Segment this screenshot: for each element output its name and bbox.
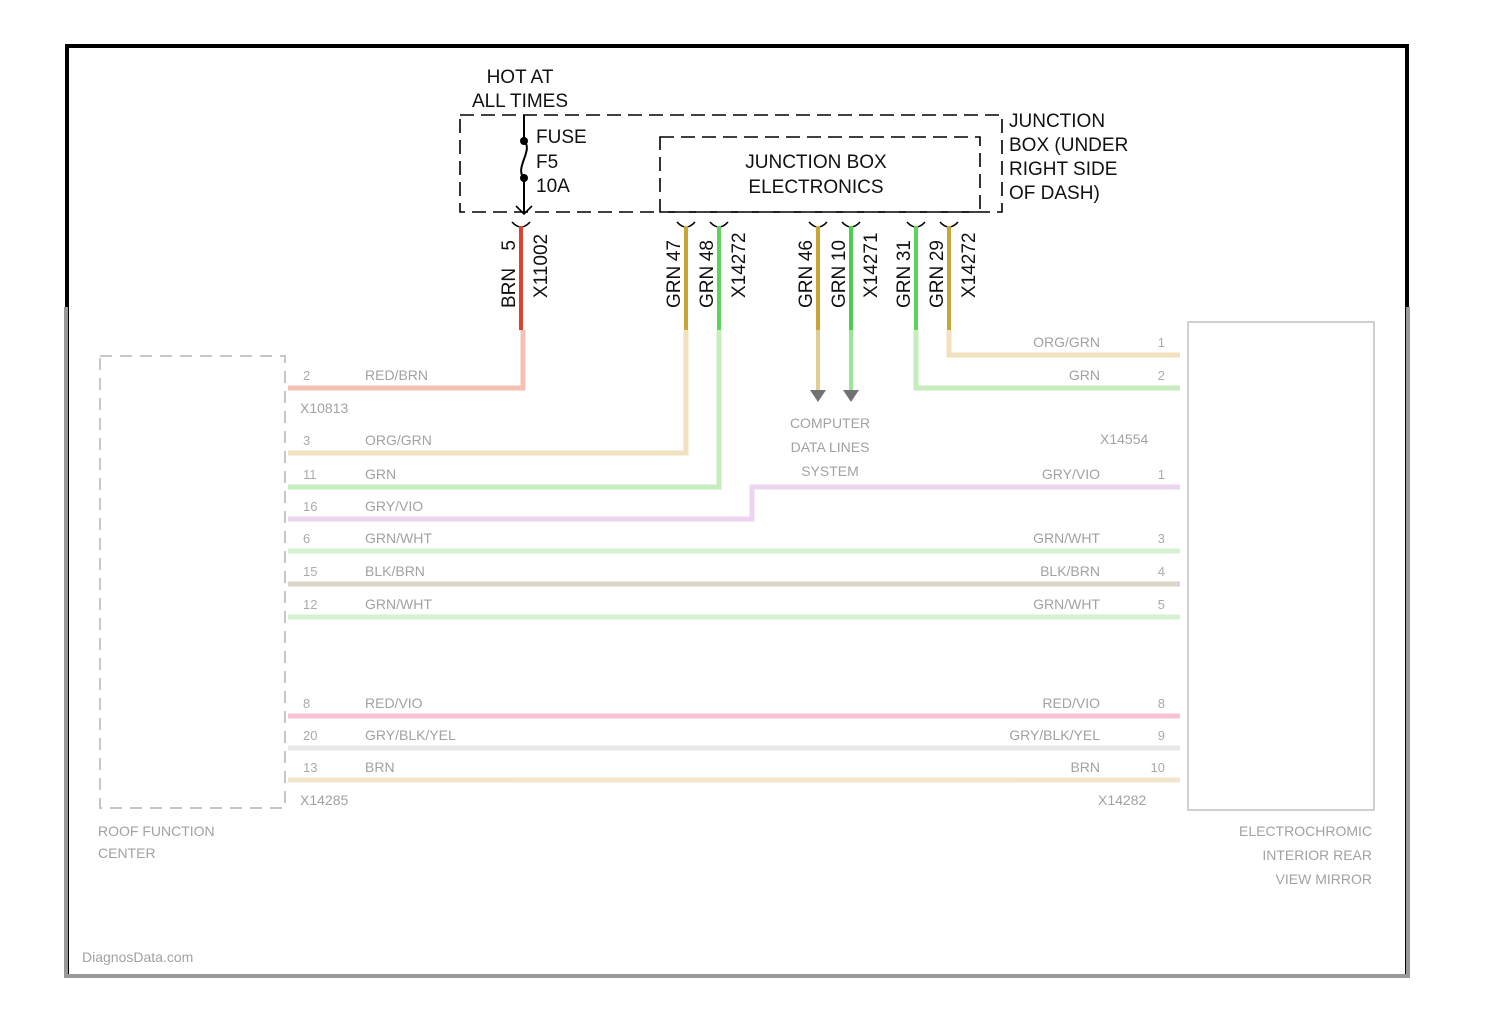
top-color-label-5: BRN	[499, 268, 520, 308]
left-wire-label: GRN	[365, 466, 396, 482]
rear-view-mirror-box	[1188, 322, 1374, 810]
right-wire-label: GRY/VIO	[1042, 466, 1100, 482]
top-pin-31: 31	[894, 240, 915, 261]
left-pin: 8	[303, 696, 310, 711]
left-pin: 16	[303, 499, 317, 514]
left-pin: 2	[303, 368, 310, 383]
fuse-label-1: FUSE	[536, 127, 587, 148]
left-wire-label: ORG/GRN	[365, 432, 432, 448]
left-wire-label: BRN	[365, 759, 395, 775]
right-wire-label: GRY/BLK/YEL	[1009, 727, 1100, 743]
top-connector-X11002: X11002	[531, 234, 552, 298]
outer-frame	[67, 46, 1407, 976]
top-connector-X14271: X14271	[861, 232, 882, 298]
right-module-name-1: ELECTROCHROMIC	[1239, 823, 1372, 839]
jb-label-4: OF DASH)	[1009, 183, 1100, 204]
lower-faded-region: X10813 X14285 ROOF FUNCTION CENTER X1455…	[82, 322, 1374, 965]
right-connector-bottom: X14282	[1098, 792, 1146, 808]
right-module-name-3: VIEW MIRROR	[1276, 871, 1372, 887]
top-pin-47: 47	[664, 240, 685, 261]
left-connector-bottom: X14285	[300, 792, 348, 808]
right-pin: 1	[1158, 467, 1165, 482]
right-pin: 2	[1158, 368, 1165, 383]
left-wire-label: GRN/WHT	[365, 596, 432, 612]
fuse-symbol	[516, 115, 532, 214]
right-pin: 1	[1158, 335, 1165, 350]
top-color-label-48: GRN	[697, 266, 718, 308]
data-line-arrow	[810, 390, 826, 402]
left-pin: 3	[303, 433, 310, 448]
watermark: DiagnosData.com	[82, 949, 193, 965]
fuse-label-3: 10A	[536, 176, 570, 197]
connector-cups	[512, 222, 958, 227]
left-pin: 6	[303, 531, 310, 546]
right-pin: 9	[1158, 728, 1165, 743]
left-connector-top: X10813	[300, 400, 348, 416]
top-color-label-29: GRN	[927, 266, 948, 308]
jbe-label-2: ELECTRONICS	[748, 177, 883, 198]
left-module-name-2: CENTER	[98, 845, 156, 861]
left-wire	[288, 330, 719, 487]
top-pin-46: 46	[796, 240, 817, 261]
top-color-label-10: GRN	[829, 266, 850, 308]
right-pin: 5	[1158, 597, 1165, 612]
fuse-label-2: F5	[536, 152, 558, 173]
left-module-name-1: ROOF FUNCTION	[98, 823, 215, 839]
left-pin: 12	[303, 597, 317, 612]
right-pin: 4	[1158, 564, 1165, 579]
right-wire-label: BRN	[1070, 759, 1100, 775]
right-pin: 10	[1151, 760, 1165, 775]
roof-function-center-box	[100, 356, 285, 808]
jb-label-1: JUNCTION	[1009, 111, 1105, 132]
right-module-name-2: INTERIOR REAR	[1262, 847, 1372, 863]
jb-label-2: BOX (UNDER	[1009, 135, 1128, 156]
left-pin: 20	[303, 728, 317, 743]
top-pin-29: 29	[927, 240, 948, 261]
right-wire-label: RED/VIO	[1042, 695, 1100, 711]
left-wire-label: GRN/WHT	[365, 530, 432, 546]
top-connector-X14272: X14272	[729, 232, 750, 298]
top-pin-5: 5	[499, 240, 520, 251]
cdl-label-1: COMPUTER	[790, 415, 870, 431]
top-color-label-31: GRN	[894, 266, 915, 308]
right-wire-label: GRN	[1069, 367, 1100, 383]
junction-box-electronics-outline	[660, 137, 980, 212]
hot-label-line-1: HOT AT	[487, 67, 554, 88]
right-wire-label: ORG/GRN	[1033, 334, 1100, 350]
jb-label-3: RIGHT SIDE	[1009, 159, 1117, 180]
left-pin: 11	[303, 467, 317, 482]
right-wire-label: GRN/WHT	[1033, 596, 1100, 612]
left-wire	[288, 330, 686, 453]
data-line-arrow	[843, 390, 859, 402]
top-connector-X14272: X14272	[959, 232, 980, 298]
hot-label-line-2: ALL TIMES	[472, 91, 568, 112]
top-color-label-46: GRN	[796, 266, 817, 308]
top-pin-48: 48	[697, 240, 718, 261]
left-wire-label: RED/BRN	[365, 367, 428, 383]
right-pin: 8	[1158, 696, 1165, 711]
left-pin: 15	[303, 564, 317, 579]
jbe-label-1: JUNCTION BOX	[745, 152, 887, 173]
right-connector-mid: X14554	[1100, 431, 1148, 447]
left-wire-label: GRY/BLK/YEL	[365, 727, 456, 743]
cdl-label-3: SYSTEM	[801, 463, 859, 479]
right-wire-label: BLK/BRN	[1040, 563, 1100, 579]
top-color-label-47: GRN	[664, 266, 685, 308]
left-wire-label: BLK/BRN	[365, 563, 425, 579]
right-wire-label: GRN/WHT	[1033, 530, 1100, 546]
cdl-label-2: DATA LINES	[791, 439, 870, 455]
top-pin-10: 10	[829, 240, 850, 261]
right-pin: 3	[1158, 531, 1165, 546]
left-pin: 13	[303, 760, 317, 775]
left-wire-label: RED/VIO	[365, 695, 423, 711]
left-wire-label: GRY/VIO	[365, 498, 423, 514]
